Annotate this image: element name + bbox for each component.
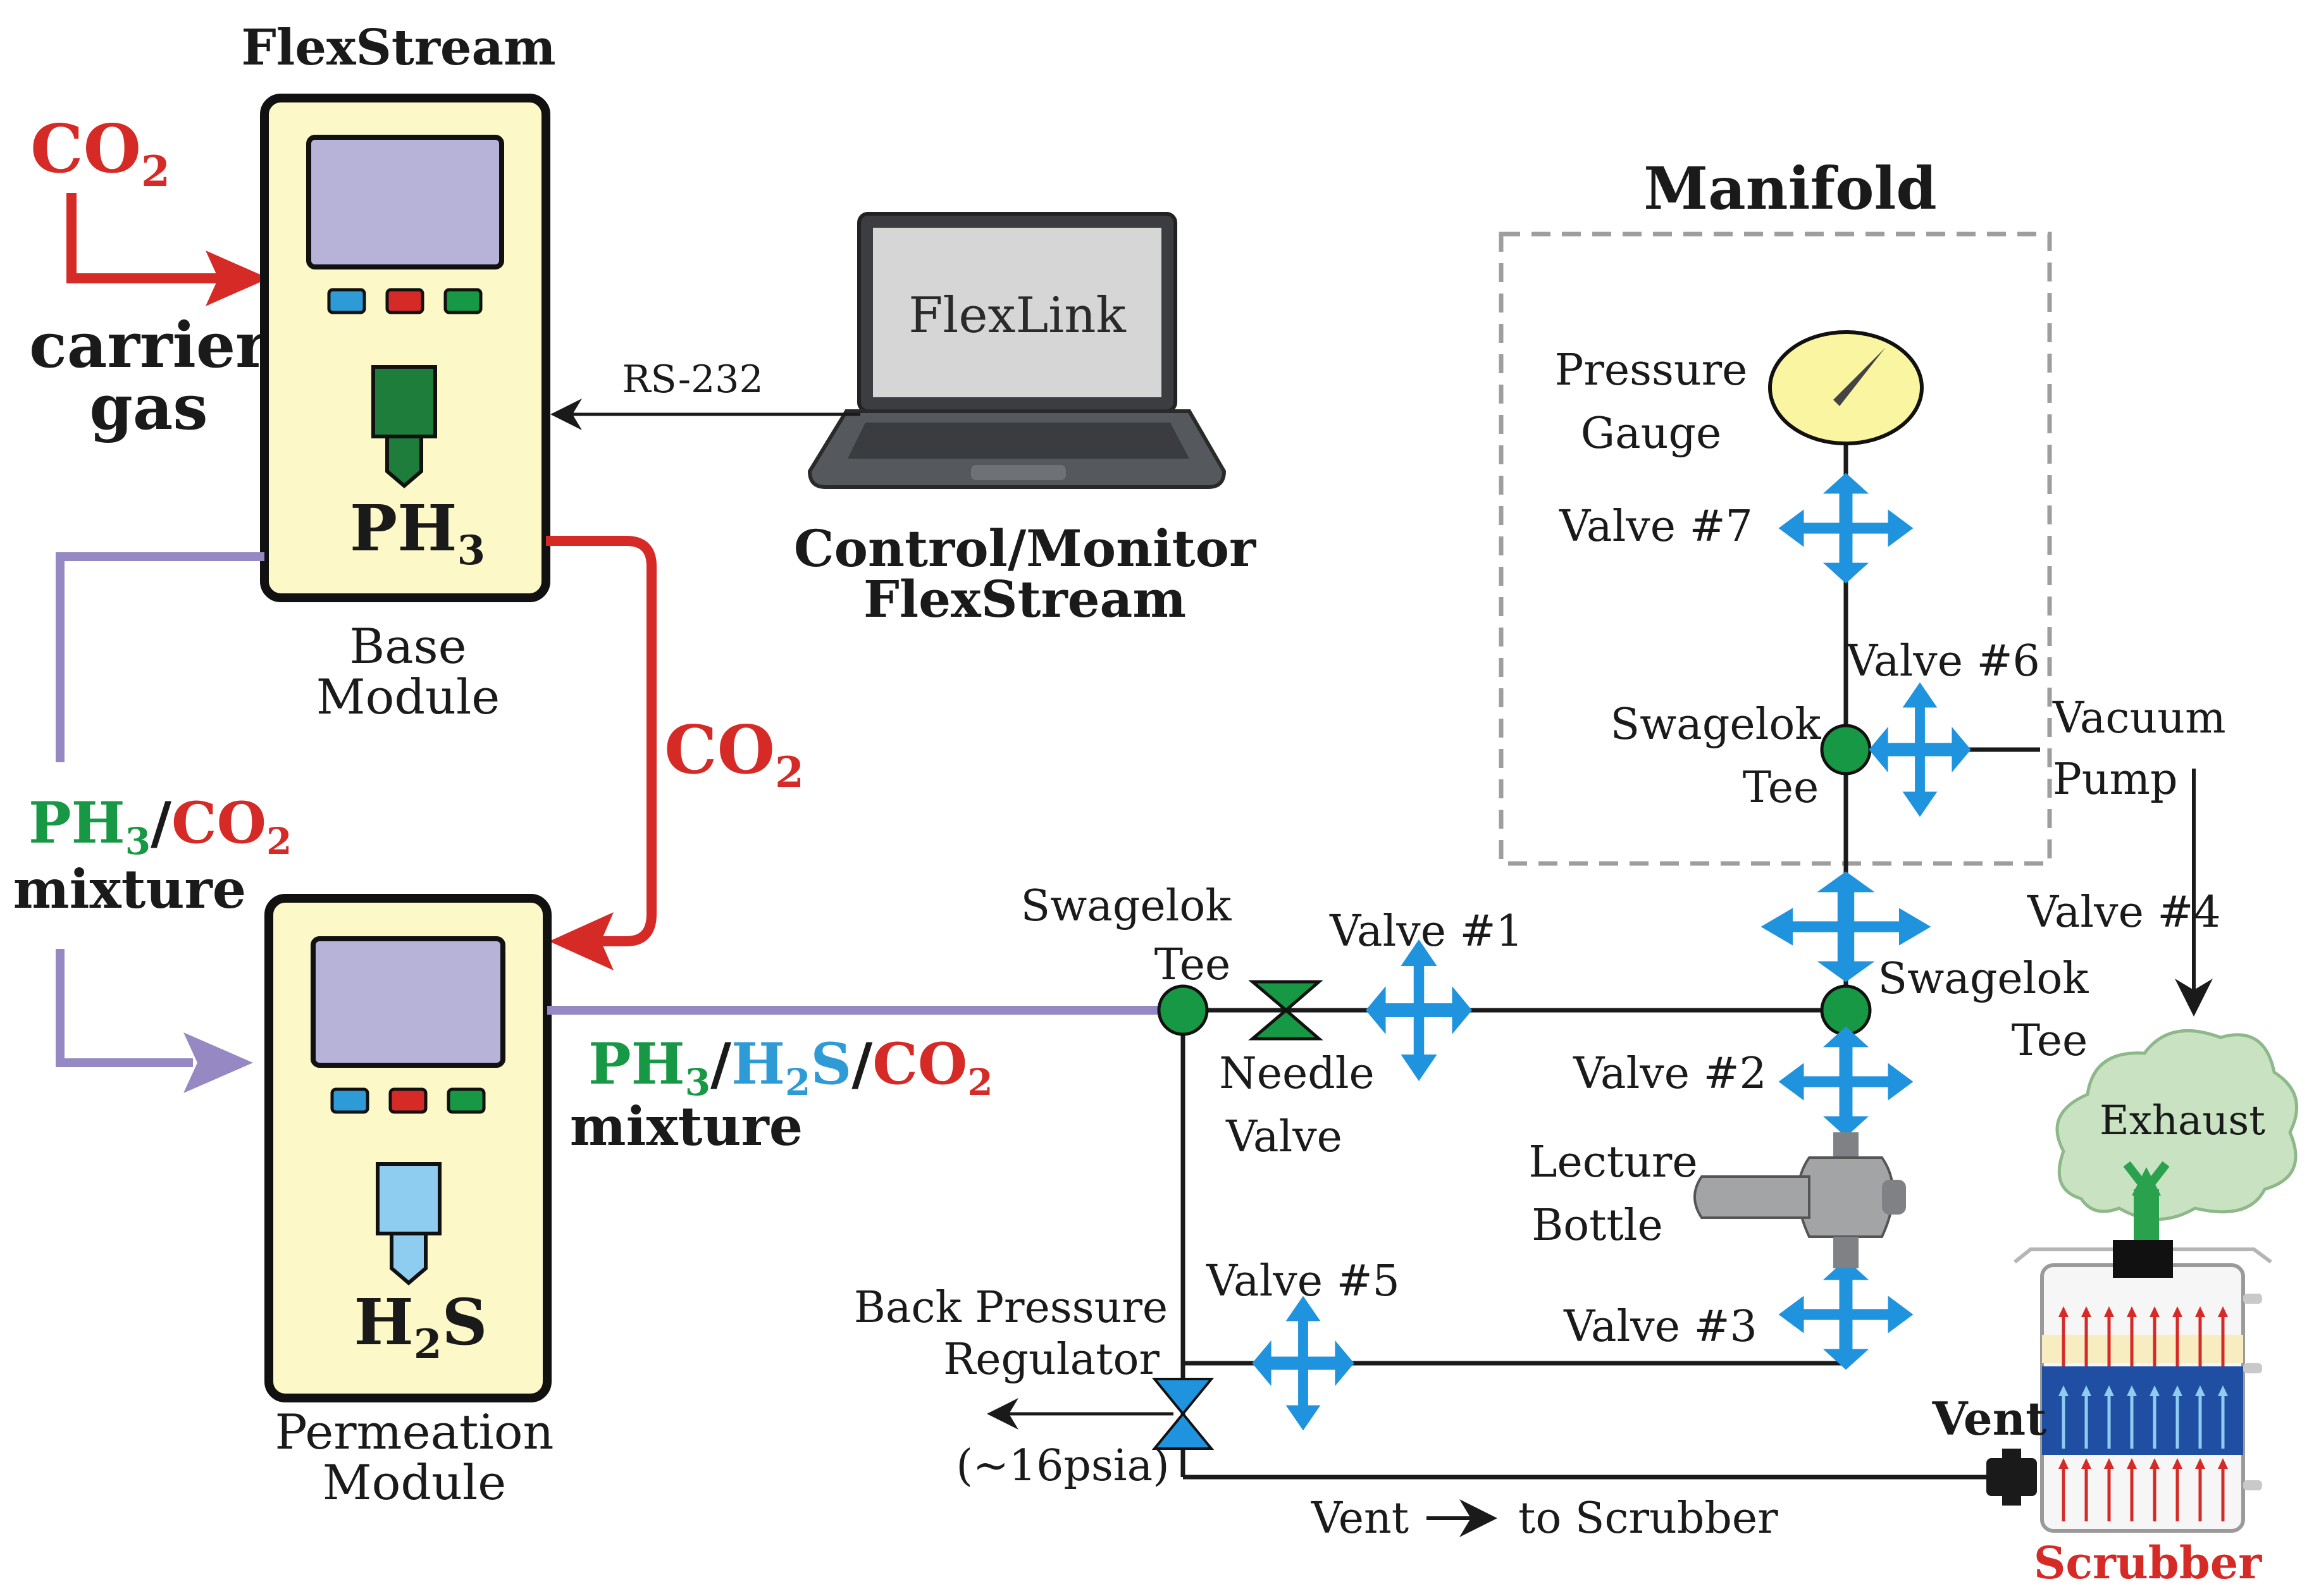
valve-1[interactable]	[1366, 939, 1472, 1081]
needle-valve-label-2: Valve	[1225, 1112, 1342, 1162]
lecture-bottle-label-2: Bottle	[1531, 1201, 1663, 1251]
back-pressure-label-1: Back Pressure	[854, 1283, 1168, 1333]
permeation-module: H2S	[264, 894, 552, 1402]
back-pressure-regulator[interactable]	[1151, 1378, 1215, 1450]
carrier-gas-label-2: gas	[89, 371, 207, 444]
manifold-box	[1499, 232, 2052, 866]
swagelok-tee-right-label-1: Swagelok	[1878, 954, 2089, 1004]
permeation-module-red-button[interactable]	[388, 1087, 428, 1114]
swagelok-tee-left	[1157, 984, 1209, 1036]
base-module: PH3	[260, 94, 550, 602]
laptop-caption-1: Control/Monitor	[794, 519, 1256, 578]
base-module-screen	[306, 135, 504, 269]
ph3-h2s-co2-mixture-label: PH3/H2S/CO2	[588, 1030, 993, 1104]
valve-7[interactable]	[1778, 473, 1914, 584]
exhaust-label: Exhaust	[2100, 1098, 2265, 1144]
valve-4-label: Valve #4	[2027, 888, 2221, 937]
co2-input-label: CO2	[30, 109, 170, 196]
valve-3[interactable]	[1778, 1259, 1914, 1370]
ph3-co2-mixture-word: mixture	[13, 858, 246, 920]
base-module-blue-button[interactable]	[327, 288, 366, 314]
valve-1-label: Valve #1	[1329, 906, 1523, 956]
permeation-module-blue-button[interactable]	[330, 1087, 369, 1114]
co2-transfer-arrowhead	[549, 912, 614, 970]
co2-transfer-label: CO2	[664, 710, 804, 797]
ph3-co2-mixture-line	[56, 552, 264, 762]
swagelok-tee-right-label-2: Tee	[2012, 1016, 2088, 1066]
ph3-co2-mixture-arrowhead	[183, 1032, 253, 1093]
swagelok-tee-manifold	[1820, 724, 1872, 776]
valve-7-label: Valve #7	[1559, 502, 1753, 552]
valve-2[interactable]	[1778, 1026, 1914, 1137]
co2-transfer-line	[546, 536, 657, 946]
swagelok-tee-manifold-label-1: Swagelok	[1611, 700, 1822, 750]
valve-3-label: Valve #3	[1563, 1302, 1757, 1352]
needle-valve[interactable]	[1248, 980, 1323, 1041]
swagelok-tee-manifold-label-2: Tee	[1743, 763, 1819, 813]
laptop-caption-2: FlexStream	[863, 569, 1186, 629]
lecture-bottle-label-1: Lecture	[1528, 1137, 1697, 1187]
exhaust-cloud	[2055, 1029, 2299, 1259]
base-module-green-button[interactable]	[443, 288, 483, 314]
pressure-gauge-label-1: Pressure	[1555, 345, 1748, 395]
permeation-module-gas-label: H2S	[354, 1285, 487, 1368]
flexstream-title: FlexStream	[241, 19, 555, 77]
laptop: FlexLink	[807, 212, 1227, 489]
base-module-red-button[interactable]	[385, 288, 424, 314]
base-module-label-1: Base	[349, 618, 466, 674]
rs232-label: RS-232	[622, 357, 763, 402]
pressure-gauge	[1768, 330, 1924, 445]
permeation-module-label-1: Permeation	[275, 1404, 554, 1460]
ph3-permeation-tube	[371, 365, 437, 488]
vacuum-pump-label-2: Pump	[2053, 755, 2178, 805]
co2-input-arrow	[66, 193, 218, 283]
vent-bottom-label: Vent	[1311, 1494, 1409, 1543]
laptop-screen-text: FlexLink	[908, 287, 1126, 344]
scrubber-label: Scrubber	[2034, 1537, 2262, 1589]
base-module-label-2: Module	[316, 669, 500, 725]
ph3-co2-mixture-label: PH3/CO2	[28, 789, 292, 863]
base-module-gas-label: PH3	[350, 491, 485, 574]
pressure-value-label: (~16psia)	[956, 1441, 1169, 1491]
swagelok-tee-left-label-2: Tee	[1154, 940, 1231, 990]
back-pressure-label-2: Regulator	[943, 1335, 1160, 1385]
permeation-module-screen	[311, 936, 505, 1068]
pressure-gauge-label-2: Gauge	[1581, 409, 1721, 459]
ph3-co2-mixture-line-lower	[56, 949, 193, 1067]
valve-6[interactable]	[1869, 682, 1971, 817]
needle-valve-label-1: Needle	[1219, 1049, 1375, 1099]
valve-2-label: Valve #2	[1573, 1049, 1767, 1099]
lecture-bottle	[1693, 1132, 1906, 1268]
vent-connector	[1986, 1449, 2037, 1506]
valve-6-label: Valve #6	[1846, 636, 2040, 686]
vent-bold-label: Vent	[1932, 1392, 2047, 1445]
co2-input-arrowhead	[206, 251, 269, 306]
ph3-h2s-co2-mixture-word: mixture	[570, 1095, 803, 1158]
carrier-gas-label-1: carrier	[29, 309, 269, 382]
permeation-module-label-2: Module	[323, 1454, 506, 1511]
swagelok-tee-left-label-1: Swagelok	[1021, 881, 1232, 931]
permeation-module-green-button[interactable]	[447, 1087, 486, 1114]
h2s-permeation-tube	[376, 1162, 442, 1285]
valve-5-label: Valve #5	[1206, 1256, 1400, 1306]
laptop-screen	[873, 228, 1161, 397]
scrubber	[2014, 1240, 2272, 1533]
manifold-title: Manifold	[1643, 154, 1937, 223]
to-scrubber-label: to Scrubber	[1518, 1494, 1778, 1543]
component-labels: Swagelok Tee Needle Valve Valve #1 Valve…	[854, 345, 2265, 1543]
vacuum-pump-label-1: Vacuum	[2052, 693, 2226, 743]
valve-5[interactable]	[1252, 1296, 1354, 1431]
